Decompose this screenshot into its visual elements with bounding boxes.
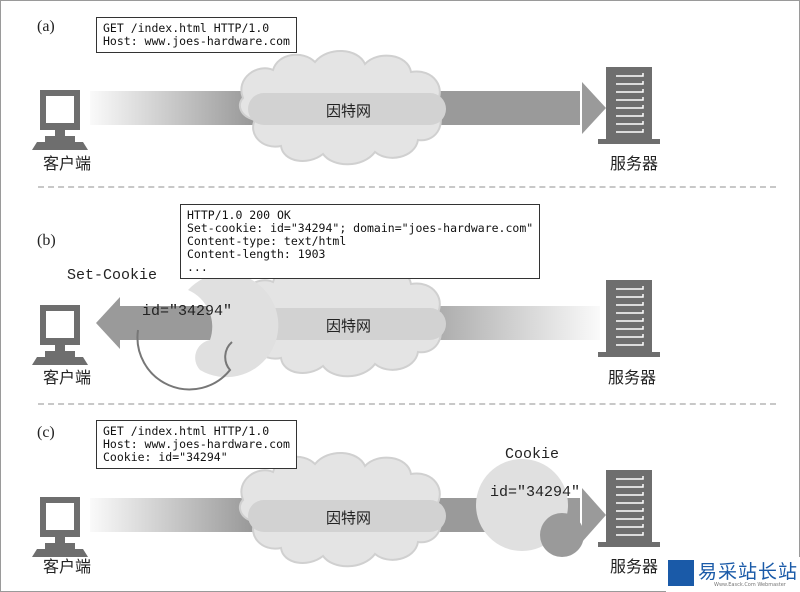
panel-a-graphics <box>32 49 661 166</box>
server-icon-b <box>597 279 661 358</box>
cloud-band-c <box>248 500 446 532</box>
arrow-shaft-a <box>90 91 250 125</box>
watermark-subtext: Www.Easck.Com Webmaster <box>714 582 786 588</box>
client-computer-icon-b <box>32 305 88 365</box>
panel-label-b: (b) <box>37 232 56 249</box>
cloud-band-a <box>248 93 446 125</box>
cookie-id-c: id="34294" <box>490 484 581 501</box>
server-label-c: 服务器 <box>610 557 659 576</box>
client-label-c: 客户端 <box>43 557 92 576</box>
panel-label-a: (a) <box>37 18 55 35</box>
panel-label-c: (c) <box>37 424 55 441</box>
client-computer-icon-c <box>32 497 88 557</box>
arrow-head-b <box>96 297 120 349</box>
panel-b-graphics <box>32 261 661 391</box>
http-request-box-a: GET /index.html HTTP/1.0 Host: www.joes-… <box>96 17 297 53</box>
cookie-title: Cookie <box>505 446 560 463</box>
watermark-text: 易采站长站 <box>698 561 799 583</box>
internet-label-c: 因特网 <box>326 509 372 527</box>
server-icon-c <box>597 469 661 548</box>
server-label-b: 服务器 <box>608 368 657 387</box>
arrow-shaft-c <box>90 498 250 532</box>
client-label-a: 客户端 <box>43 154 92 173</box>
cookie-shape-b <box>188 273 279 378</box>
http-response-box-b: HTTP/1.0 200 OK Set-cookie: id="34294"; … <box>180 204 541 279</box>
divider-ab <box>38 186 776 188</box>
arrow-head-a <box>582 82 606 134</box>
internet-label-a: 因特网 <box>326 102 372 120</box>
panel-c-graphics <box>32 451 661 568</box>
server-icon-a <box>597 66 661 145</box>
set-cookie-title: Set-Cookie <box>67 267 158 284</box>
client-computer-icon-a <box>32 90 88 150</box>
cookie-id-b: id="34294" <box>142 303 233 320</box>
watermark-logo-icon <box>668 560 694 586</box>
http-request-box-c: GET /index.html HTTP/1.0 Host: www.joes-… <box>96 420 297 469</box>
arrow-head-c <box>582 488 606 542</box>
cloud-band-b <box>248 308 446 340</box>
internet-label-b: 因特网 <box>326 317 372 335</box>
watermark: 易采站长站 Www.Easck.Com Webmaster <box>666 557 800 592</box>
client-label-b: 客户端 <box>43 368 92 387</box>
divider-bc <box>38 403 776 405</box>
server-label-a: 服务器 <box>610 154 659 173</box>
